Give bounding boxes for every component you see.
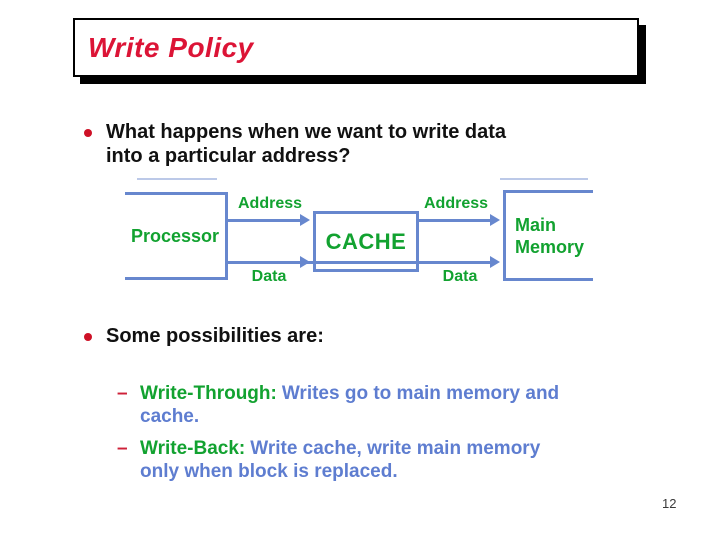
arrowhead-right-icon bbox=[300, 214, 310, 226]
bullet-possibilities: Some possibilities are: bbox=[106, 324, 616, 348]
bullet-possibilities-line1: Some possibilities are: bbox=[106, 325, 324, 347]
write-back-term: Write-Back: bbox=[140, 438, 246, 459]
dash-marker: – bbox=[117, 438, 128, 459]
highlight-line bbox=[500, 178, 588, 180]
write-back-desc-line2: only when block is replaced. bbox=[140, 461, 398, 482]
cache-label: CACHE bbox=[325, 228, 407, 254]
arrowhead-right-icon bbox=[490, 214, 500, 226]
address-label-right: Address bbox=[423, 195, 489, 212]
main-memory-label: Main Memory bbox=[506, 193, 593, 278]
sub-bullet-write-through: –Write-Through:Writes go to main memory … bbox=[117, 382, 657, 428]
address-line-left bbox=[228, 219, 304, 222]
write-through-desc-line2: cache. bbox=[140, 406, 200, 427]
write-through-desc: Writes go to main memory and bbox=[281, 383, 560, 404]
title-box: Write Policy bbox=[73, 18, 639, 77]
bullet-question-line1: What happens when we want to write data bbox=[106, 121, 507, 143]
write-through-term: Write-Through: bbox=[140, 383, 277, 404]
processor-box: Processor bbox=[125, 192, 228, 280]
write-through-line1: –Write-Through:Writes go to main memory … bbox=[117, 382, 657, 405]
cache-box: CACHE bbox=[313, 211, 419, 272]
data-label-left: Data bbox=[251, 268, 287, 285]
dash-marker: – bbox=[117, 383, 128, 404]
data-line bbox=[228, 261, 490, 264]
bullet-dot bbox=[84, 333, 92, 341]
bullet-question: What happens when we want to write data … bbox=[106, 120, 616, 168]
bullet-question-line2: into a particular address? bbox=[106, 145, 351, 167]
main-memory-box: Main Memory bbox=[503, 190, 593, 281]
address-label-left: Address bbox=[237, 195, 303, 212]
main-memory-label-line2: Memory bbox=[515, 236, 585, 257]
address-line-right bbox=[419, 219, 491, 222]
highlight-line bbox=[137, 178, 217, 180]
page-title: Write Policy bbox=[88, 31, 254, 63]
write-back-desc: Write cache, write main memory bbox=[250, 438, 541, 459]
page-number: 12 bbox=[662, 496, 677, 511]
write-back-line1: –Write-Back:Write cache, write main memo… bbox=[117, 437, 657, 460]
data-label-right: Data bbox=[442, 268, 478, 285]
arrowhead-right-icon bbox=[490, 256, 500, 268]
bullet-dot bbox=[84, 129, 92, 137]
sub-bullet-write-back: –Write-Back:Write cache, write main memo… bbox=[117, 437, 657, 483]
arrowhead-right-icon bbox=[300, 256, 310, 268]
processor-label: Processor bbox=[130, 225, 220, 246]
main-memory-label-line1: Main bbox=[515, 214, 557, 235]
